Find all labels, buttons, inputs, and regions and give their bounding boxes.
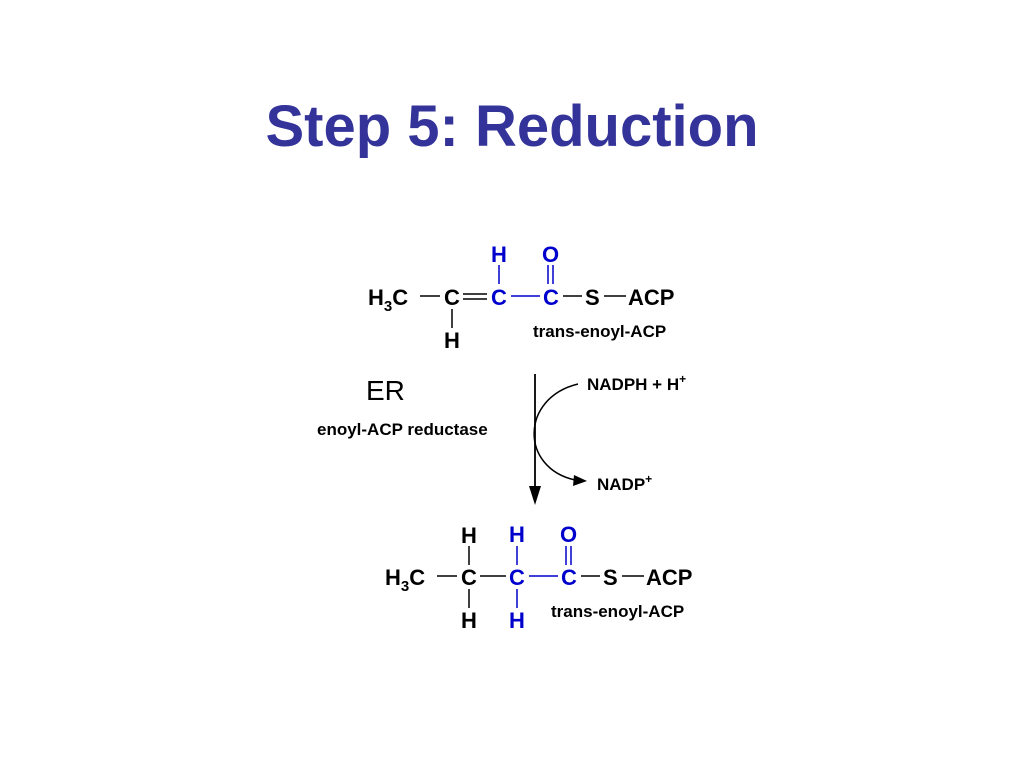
cofactor-nadp: NADP+: [597, 472, 652, 494]
cofactor-nadp-text: NADP: [597, 475, 645, 494]
product-h3c-label: H3C: [385, 565, 425, 595]
substrate-c2: C: [491, 285, 507, 310]
substrate-name: trans-enoyl-ACP: [533, 322, 666, 341]
substrate-h3c-h: H: [368, 285, 384, 310]
cofactor-curved-arrow: [533, 383, 579, 481]
substrate-sulfur: S: [585, 285, 600, 310]
main-arrow-head: [529, 486, 541, 505]
cofactor-nadph: NADPH + H+: [587, 372, 686, 394]
substrate-acp: ACP: [628, 285, 674, 310]
cofactor-arrow-head: [573, 475, 587, 486]
cofactor-arrow: [533, 383, 587, 486]
substrate-c3-oxygen: O: [542, 242, 559, 267]
product-h3c-subscript: 3: [401, 578, 409, 595]
substrate-molecule: H3C C H C H C O S ACP trans-enoyl-ACP: [368, 242, 674, 353]
reaction-arrow: [529, 374, 541, 505]
substrate-c3: C: [543, 285, 559, 310]
enzyme-abbreviation: ER: [366, 375, 405, 406]
substrate-h3c-subscript: 3: [384, 298, 392, 315]
slide-title: Step 5: Reduction: [265, 94, 759, 159]
product-h3c-c: C: [409, 565, 425, 590]
product-c1-h-top: H: [461, 523, 477, 548]
product-h3c-h: H: [385, 565, 401, 590]
product-molecule: H3C C H H C H H C O S ACP trans-enoyl-AC…: [385, 522, 692, 633]
substrate-c1-h-bottom: H: [444, 328, 460, 353]
product-c3: C: [561, 565, 577, 590]
product-c1: C: [461, 565, 477, 590]
product-c2-h-top: H: [509, 522, 525, 547]
cofactor-nadph-superscript: +: [679, 372, 686, 386]
substrate-c1: C: [444, 285, 460, 310]
cofactors: NADPH + H+ NADP+: [587, 372, 686, 494]
cofactor-nadp-superscript: +: [645, 472, 652, 486]
substrate-c2-h-top: H: [491, 242, 507, 267]
product-c3-oxygen: O: [560, 522, 577, 547]
cofactor-nadph-text: NADPH + H: [587, 375, 679, 394]
enzyme-name: enoyl-ACP reductase: [317, 420, 488, 439]
product-acp: ACP: [646, 565, 692, 590]
enzyme-block: ER enoyl-ACP reductase: [317, 375, 488, 439]
product-c2-h-bottom: H: [509, 608, 525, 633]
product-c2: C: [509, 565, 525, 590]
product-sulfur: S: [603, 565, 618, 590]
product-name: trans-enoyl-ACP: [551, 602, 684, 621]
product-c1-h-bottom: H: [461, 608, 477, 633]
substrate-h3c-c: C: [392, 285, 408, 310]
substrate-h3c-label: H3C: [368, 285, 408, 315]
